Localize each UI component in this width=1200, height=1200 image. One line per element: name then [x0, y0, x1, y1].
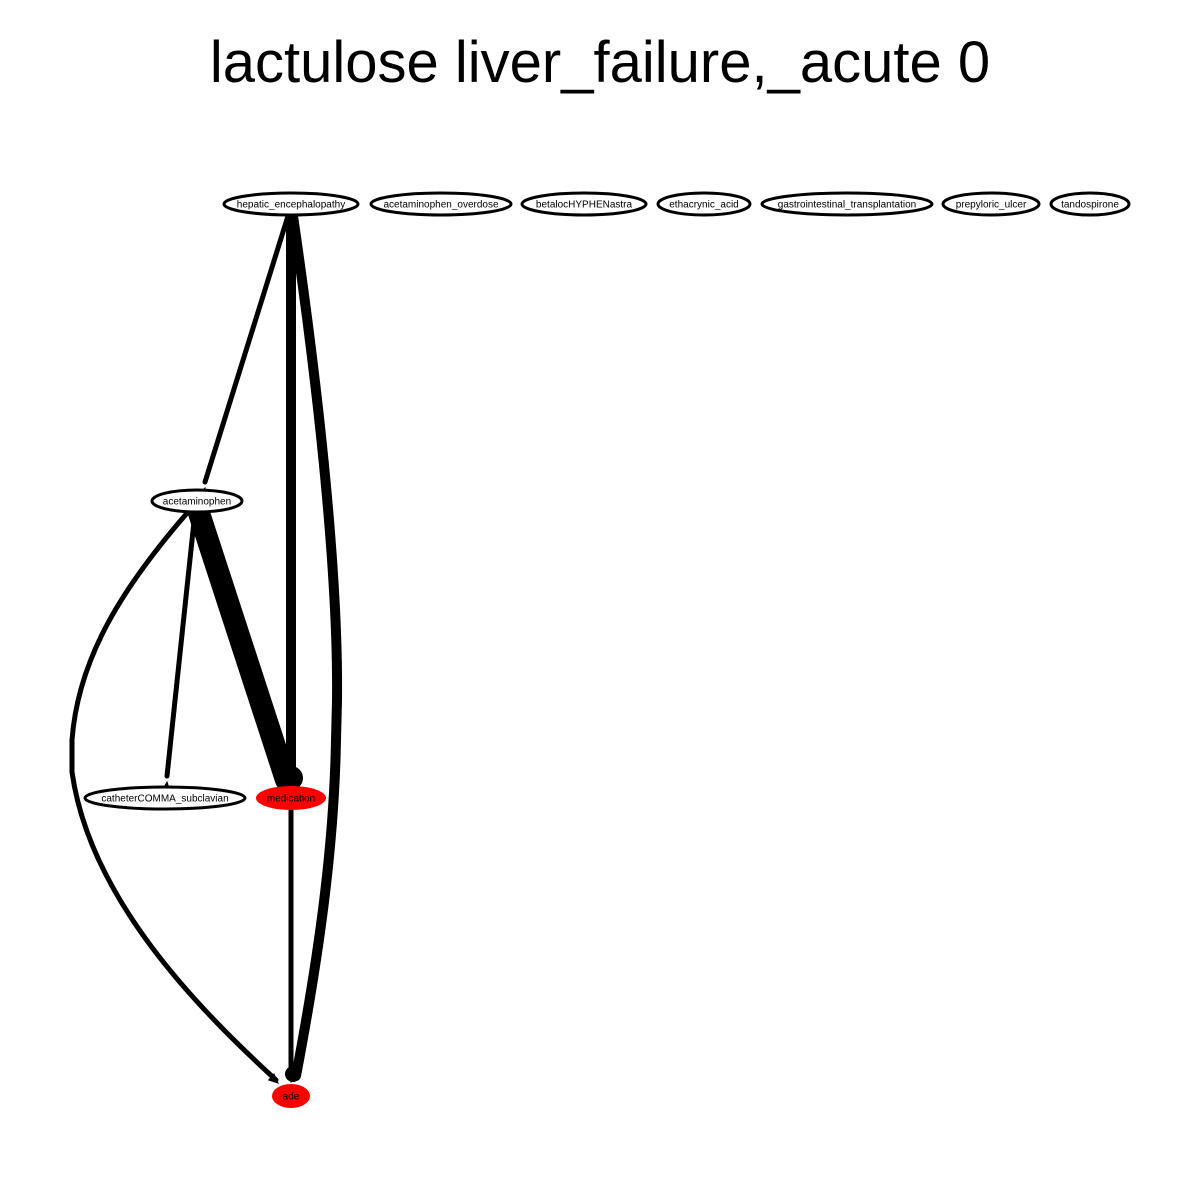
node-medication: medication	[256, 786, 326, 810]
node-catheterCOMMA_subclavian: catheterCOMMA_subclavian	[83, 785, 247, 811]
node-label: ethacrynic_acid	[669, 200, 738, 211]
node-label: hepatic_encephalopathy	[237, 200, 345, 211]
node-shape	[656, 191, 752, 217]
edge-terminal-blob	[285, 1066, 301, 1082]
node-shape	[369, 191, 513, 217]
node-ade: ade	[272, 1084, 310, 1108]
edge-hepatic_encephalopathy-to-acetaminophen	[202, 213, 291, 485]
node-hepatic_encephalopathy: hepatic_encephalopathy	[222, 191, 360, 217]
node-tandospirone: tandospirone	[1049, 191, 1131, 217]
node-label: prepyloric_ulcer	[956, 200, 1027, 211]
node-label: medication	[267, 794, 315, 805]
node-shape	[272, 1084, 310, 1108]
node-ethacrynic_acid: ethacrynic_acid	[656, 191, 752, 217]
node-label: acetaminophen_overdose	[383, 200, 499, 211]
edge-hepatic_encephalopathy-to-ade	[288, 211, 343, 1081]
edges-layer	[69, 211, 343, 1084]
node-gastrointestinal_transplantation: gastrointestinal_transplantation	[760, 191, 934, 217]
node-betalocHYPHENastra: betalocHYPHENastra	[520, 191, 648, 217]
node-shape	[1049, 191, 1131, 217]
node-label: ade	[283, 1092, 300, 1103]
node-acetaminophen_overdose: acetaminophen_overdose	[369, 191, 513, 217]
node-shape	[941, 191, 1041, 217]
node-acetaminophen: acetaminophen	[150, 488, 244, 514]
node-shape	[256, 786, 326, 810]
node-label: betalocHYPHENastra	[536, 200, 633, 211]
node-label: gastrointestinal_transplantation	[778, 200, 916, 211]
node-label: tandospirone	[1061, 200, 1119, 211]
node-shape	[83, 785, 247, 811]
edge-acetaminophen-to-catheterCOMMA_subclavian	[164, 509, 198, 779]
nodes-layer: hepatic_encephalopathy acetaminophen_over…	[83, 191, 1131, 1108]
edge-acetaminophen-to-ade	[69, 509, 279, 1083]
edge-terminal-blob	[279, 766, 303, 790]
node-shape	[150, 488, 244, 514]
edge-acetaminophen-to-medication	[188, 502, 297, 791]
node-label: catheterCOMMA_subclavian	[101, 794, 228, 805]
node-shape	[520, 191, 648, 217]
graph-title: lactulose liver_failure,_acute 0	[210, 30, 990, 95]
node-prepyloric_ulcer: prepyloric_ulcer	[941, 191, 1041, 217]
node-shape	[760, 191, 934, 217]
arrowhead-acetaminophen-to-ade	[267, 1073, 279, 1084]
node-shape	[222, 191, 360, 217]
node-label: acetaminophen	[163, 497, 231, 508]
